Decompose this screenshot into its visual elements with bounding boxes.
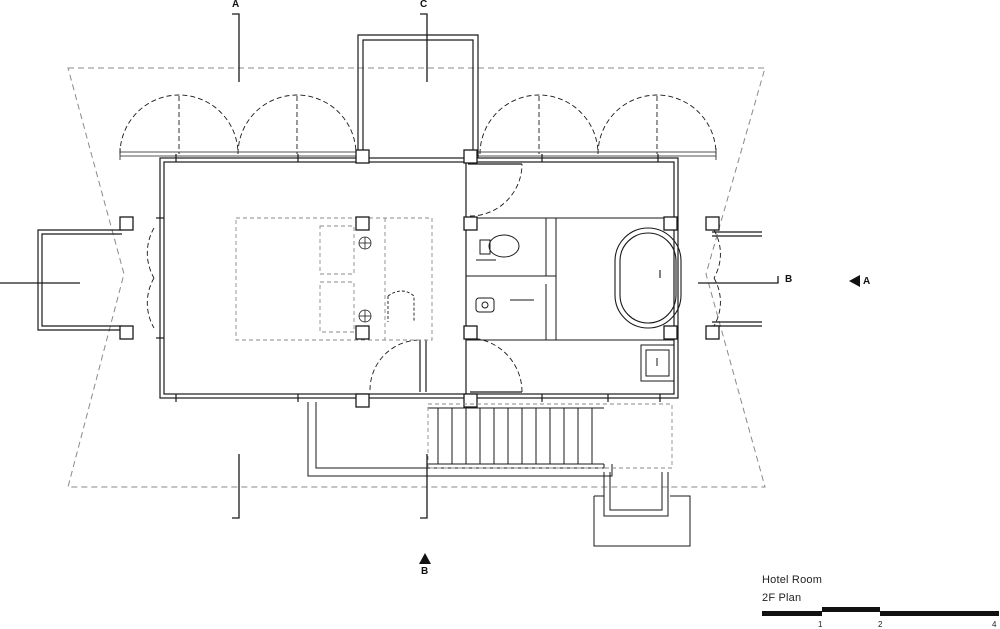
scale-tick-2: 2 (878, 620, 883, 629)
chair (387, 290, 415, 322)
stair (307, 402, 613, 477)
mullions (156, 154, 661, 402)
bed (235, 217, 433, 341)
lower-landing (593, 472, 691, 547)
section-label-b-right: B (785, 274, 793, 285)
top-balcony (357, 34, 479, 158)
drawing-title: Hotel Room (762, 574, 823, 586)
section-label-c-top: C (420, 0, 428, 10)
roof-outline (67, 67, 766, 488)
drawing-subtitle: 2F Plan (762, 592, 802, 604)
lower-deck-dashed (427, 403, 673, 469)
top-door-swings (119, 94, 717, 155)
section-arrow-b-bottom (419, 553, 431, 564)
section-arrow-a-right (849, 275, 860, 287)
exterior-walls (159, 157, 679, 399)
vanity-sink (640, 344, 675, 382)
right-door-swings (713, 229, 721, 327)
section-label-a-right: A (863, 276, 871, 287)
scale-tick-4: 4 (992, 620, 997, 629)
left-door-swings (146, 227, 155, 329)
bathtub (614, 227, 682, 329)
scale-tick-1: 1 (818, 620, 823, 629)
bedside-lamps (358, 236, 372, 323)
left-balcony (37, 229, 122, 331)
section-lines (0, 13, 779, 519)
scale-bar (762, 607, 999, 616)
interior-door-swings (369, 163, 523, 393)
section-label-a-top: A (232, 0, 240, 10)
interior-doors (419, 163, 522, 393)
columns (119, 149, 720, 408)
section-label-b-bottom: B (421, 566, 429, 577)
bathroom (465, 217, 675, 341)
right-balcony (712, 231, 762, 327)
top-glazing (119, 148, 717, 160)
